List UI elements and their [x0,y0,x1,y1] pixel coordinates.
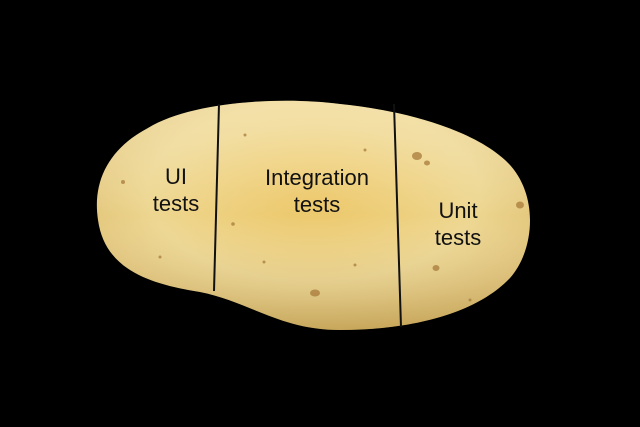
divider-ui-integration [213,103,220,292]
ui-tests-label-line2: tests [152,191,200,216]
ui-tests-label: UI tests [153,163,199,217]
ui-tests-label-line1: UI [165,164,187,189]
potato-shading [96,100,530,331]
unit-tests-label-line2: tests [434,225,482,250]
potato-eyes [121,133,524,302]
unit-tests-label-line1: Unit [438,198,478,223]
divider-integration-unit [393,103,402,328]
integration-tests-label: Integration tests [265,164,369,218]
integration-tests-label-line1: Integration [265,165,369,190]
integration-tests-label-line2: tests [293,192,341,217]
unit-tests-label: Unit tests [435,197,481,251]
